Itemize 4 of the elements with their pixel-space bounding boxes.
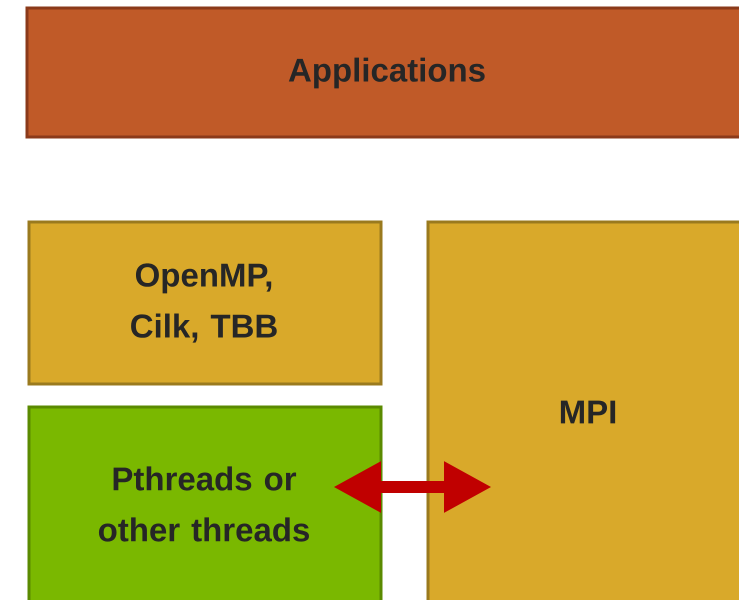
layer-box: OpenMP, Cilk, TBB: [28, 220, 382, 386]
layer-box: MPI: [426, 220, 739, 600]
layer-box: Pthreads or other threads: [28, 406, 382, 600]
layer-box: Applications: [26, 6, 739, 138]
